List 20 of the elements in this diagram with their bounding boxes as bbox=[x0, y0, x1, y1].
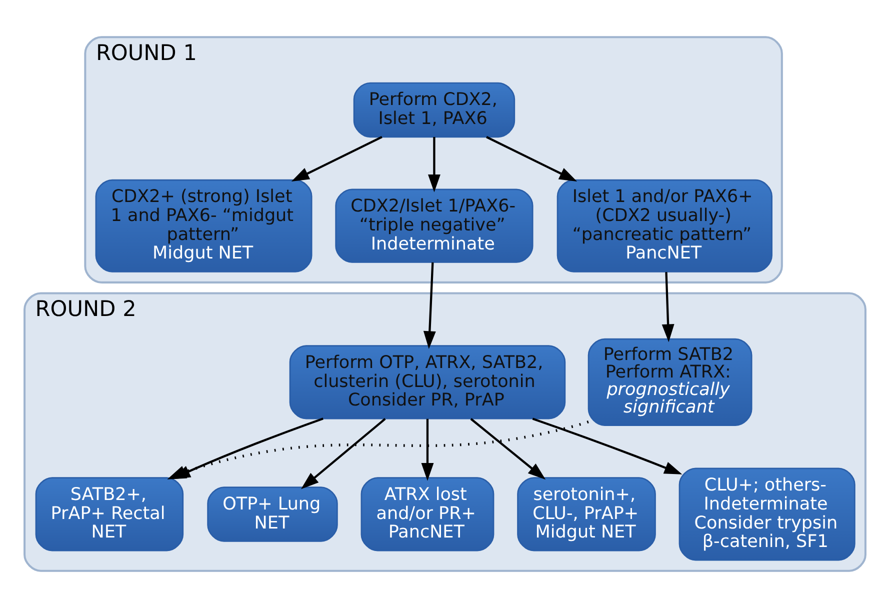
node-box: OTP+ Lung NET bbox=[207, 486, 338, 542]
arrow bbox=[662, 272, 674, 342]
node-box: ATRX lost and/or PR+ PancNET bbox=[360, 476, 494, 551]
arrow bbox=[470, 418, 546, 480]
node-box: CDX2+ (strong) Islet 1 and PAX6- “midgut pattern” Midgut NET bbox=[95, 178, 312, 272]
arrow bbox=[428, 136, 440, 192]
arrow bbox=[301, 418, 386, 489]
node-box: Perform SATB2 Perform ATRX: prognostically significant bbox=[588, 338, 752, 426]
arrow bbox=[291, 136, 382, 181]
node-box: SATB2+, PrAP+ Rectal NET bbox=[35, 476, 184, 551]
node-box: CDX2/Islet 1/PAX6- “triple negative” Indeterminate bbox=[335, 188, 534, 262]
arrow bbox=[532, 417, 682, 474]
arrow bbox=[421, 418, 434, 480]
node-box: Islet 1 and/or PAX6+ (CDX2 usually-) “pancreatic pattern” PancNET bbox=[556, 178, 772, 272]
node-box: CLU+; others- Indeterminate Consider trypsin β-catenin, SF1 bbox=[678, 467, 856, 560]
node-box: Perform CDX2, Islet 1, PAX6 bbox=[353, 82, 516, 138]
arrow bbox=[486, 136, 578, 181]
node-box: serotonin+, CLU-, PrAP+ Midgut NET bbox=[517, 476, 656, 551]
node-box: Perform OTP, ATRX, SATB2, clusterin (CLU), serotonin Consider PR, PrAP bbox=[289, 344, 566, 419]
arrow bbox=[423, 262, 436, 348]
